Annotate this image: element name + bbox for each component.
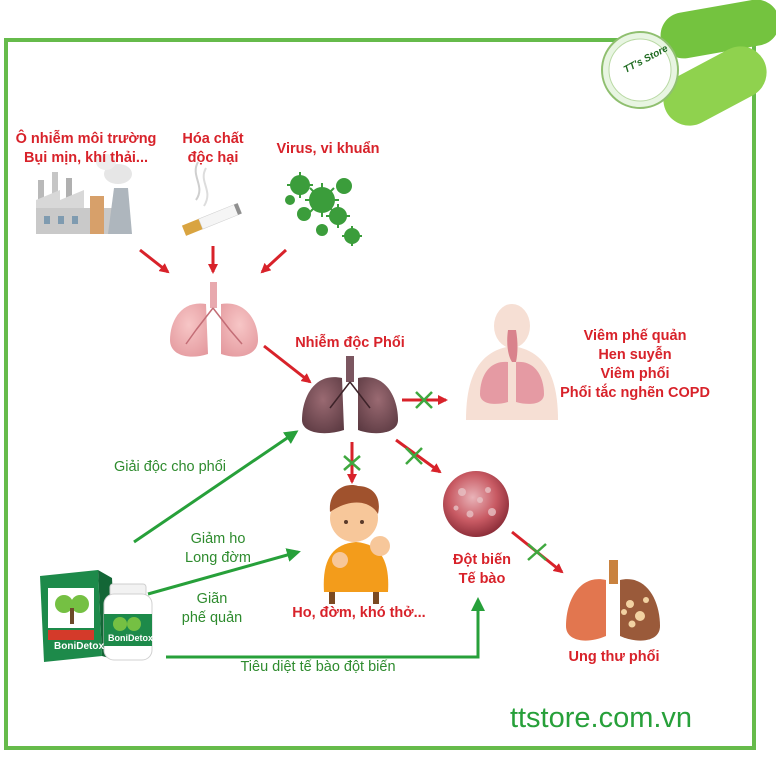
benefit-bronchi-line-2: phế quản <box>181 610 243 626</box>
cause-arrows <box>139 246 312 384</box>
benefit-cough-label: Giảm ho Long đờm <box>170 530 266 568</box>
product-bottle <box>103 583 153 661</box>
cause-chemicals-line-1: Hóa chất <box>182 131 244 147</box>
healthy-lungs-icon <box>170 282 258 357</box>
benefit-bronchi-label: Giãn phế quản <box>164 590 260 628</box>
cigarette-icon <box>181 161 243 236</box>
cause-pollution-line-1: Ô nhiễm môi trường <box>15 131 157 147</box>
disease-item: Phổi tắc nghẽn COPD <box>560 385 710 401</box>
diagram-frame <box>4 38 756 750</box>
benefit-cough-line-2: Long đờm <box>185 550 251 566</box>
disease-item: Hen suyễn <box>598 347 672 363</box>
capsule-logo <box>601 0 776 126</box>
mutation-line-2: Tế bào <box>458 571 506 587</box>
respiratory-body-icon <box>466 304 558 420</box>
poisoned-lungs-icon <box>302 356 398 434</box>
cause-chemicals-label: Hóa chất độc hại <box>168 130 258 168</box>
benefit-cough-line-1: Giảm ho <box>190 531 246 547</box>
disease-item: Viêm phổi <box>600 366 670 382</box>
blocked-arrows <box>343 391 564 574</box>
coughing-child-icon <box>323 485 390 604</box>
diseases-list: Viêm phế quản Hen suyễn Viêm phổi Phổi t… <box>548 327 722 403</box>
disease-item: Viêm phế quản <box>583 328 687 344</box>
website-label: ttstore.com.vn <box>509 702 693 734</box>
benefit-detox-label: Giải độc cho phổi <box>113 459 227 475</box>
benefit-arrows <box>133 430 485 659</box>
product-bottle-label: BoniDetox <box>108 633 153 643</box>
factory-icon <box>36 154 132 234</box>
cause-pollution-label: Ô nhiễm môi trường Bụi mịn, khí thải... <box>12 130 160 168</box>
lung-poisoning-label: Nhiễm độc Phổi <box>295 335 405 351</box>
cause-pollution-line-2: Bụi mịn, khí thải... <box>23 150 149 166</box>
product-box-label: BoniDetox <box>54 641 104 652</box>
virus-icon <box>285 172 362 246</box>
cancer-lungs-icon <box>566 560 660 641</box>
symptoms-label: Ho, đờm, khó thở... <box>292 605 426 621</box>
product-box <box>40 570 116 662</box>
mutation-label: Đột biến Tế bào <box>434 551 530 589</box>
cancer-label: Ung thư phổi <box>568 649 660 665</box>
benefit-kill-cells-label: Tiêu diệt tế bào đột biến <box>240 659 396 675</box>
mutated-cell-icon <box>443 471 509 537</box>
benefit-bronchi-line-1: Giãn <box>196 591 228 607</box>
mutation-line-1: Đột biến <box>453 552 511 568</box>
cause-microbes-label: Virus, vi khuẩn <box>276 141 380 157</box>
cause-chemicals-line-2: độc hại <box>187 150 239 166</box>
